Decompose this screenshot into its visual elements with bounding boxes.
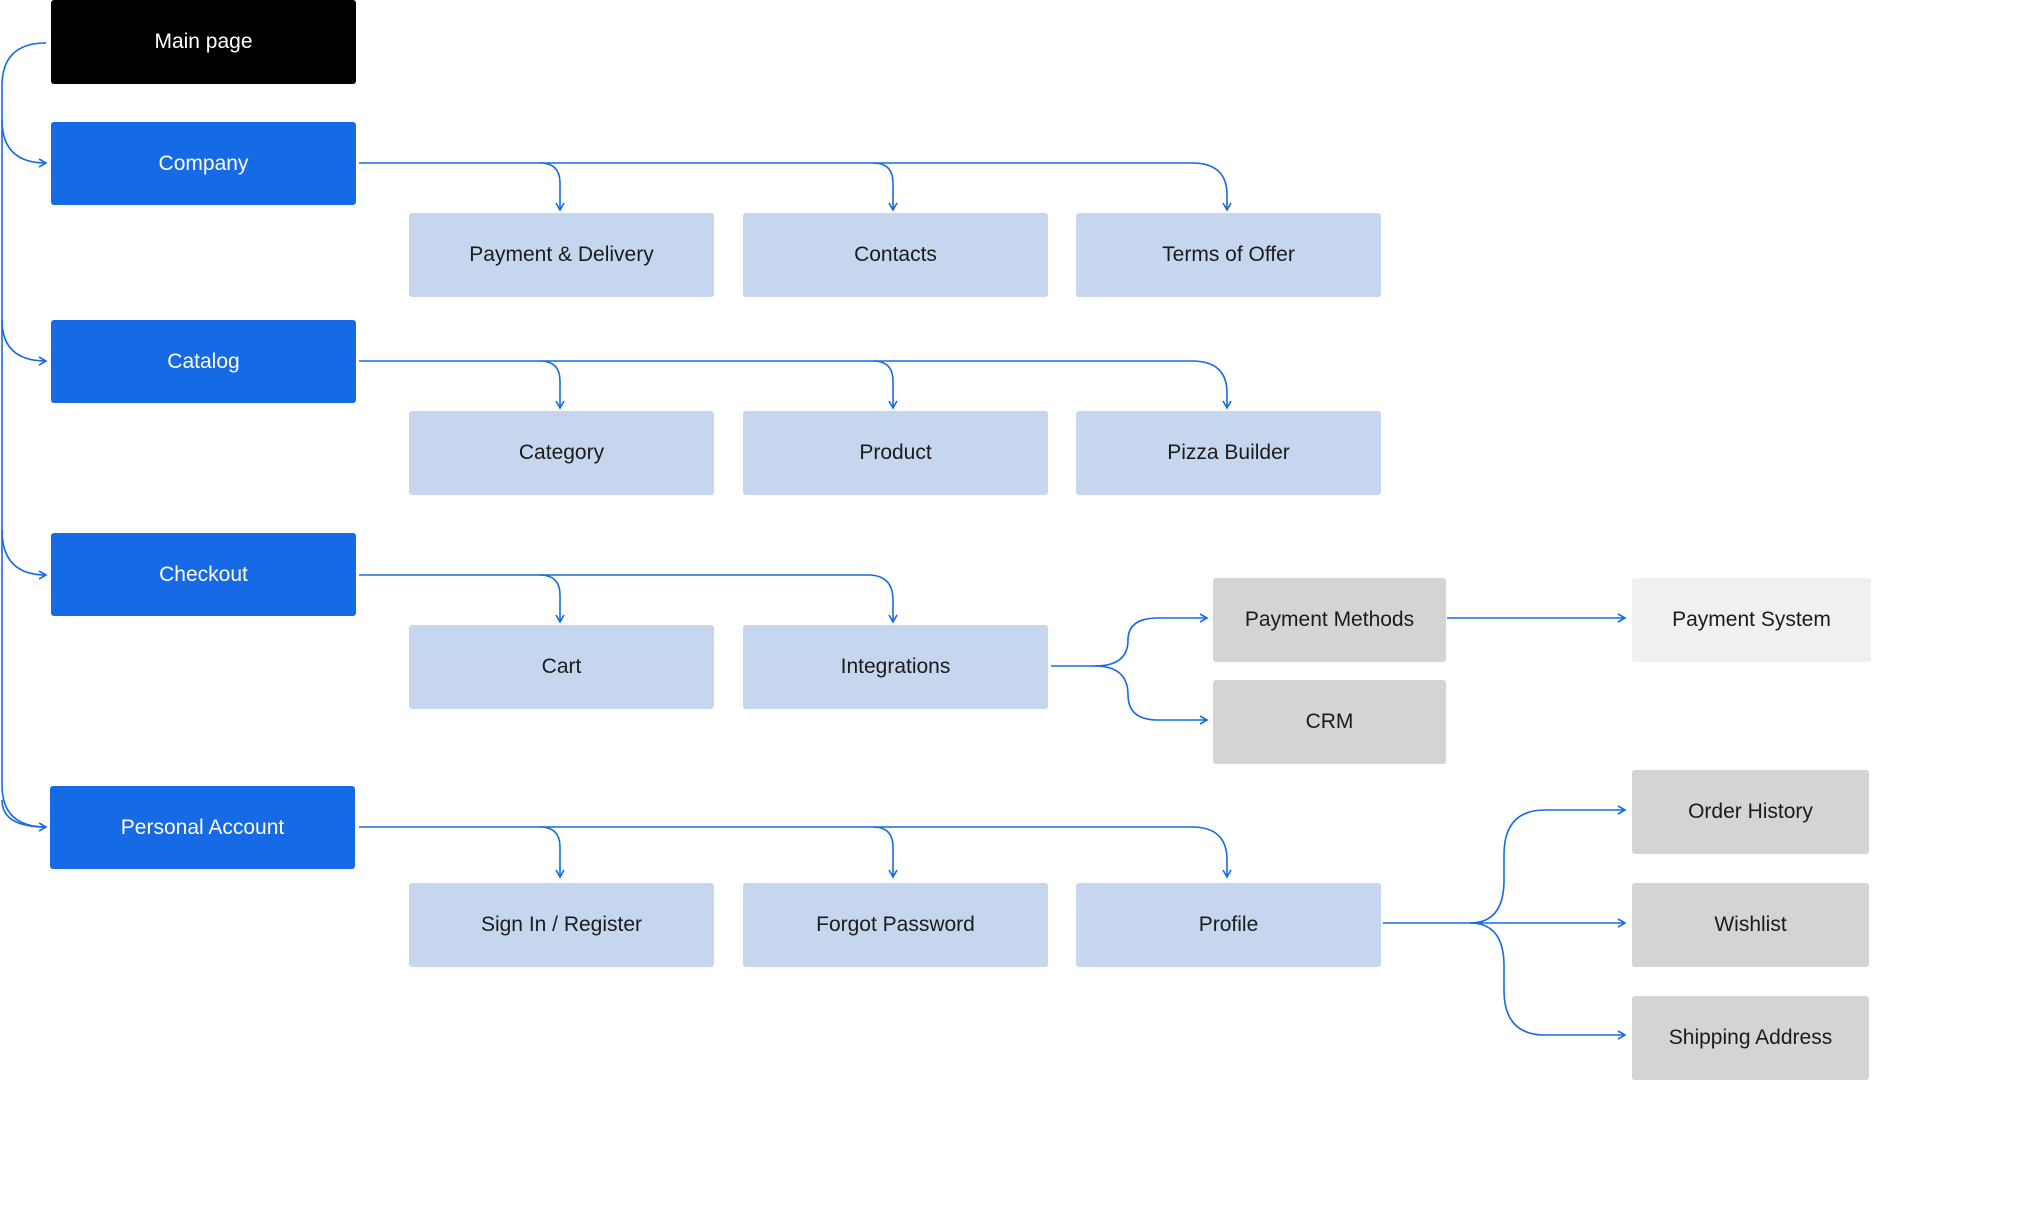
- edge-catalog-to-category: [539, 360, 565, 410]
- node-category[interactable]: Category: [409, 411, 714, 495]
- node-company[interactable]: Company: [51, 122, 356, 205]
- edge-personal-account-to-sign-in: [539, 826, 565, 879]
- node-payment-delivery[interactable]: Payment & Delivery: [409, 213, 714, 297]
- node-personal-account[interactable]: Personal Account: [50, 786, 355, 869]
- edge-main-to-checkout: [1, 529, 48, 580]
- edge-company-to-payment-delivery: [539, 162, 565, 212]
- node-product[interactable]: Product: [743, 411, 1048, 495]
- edge-integrations-to-crm: [1094, 665, 1209, 725]
- edge-main-to-personal-account: [1, 799, 48, 832]
- node-pizza-builder[interactable]: Pizza Builder: [1076, 411, 1381, 495]
- node-forgot-password[interactable]: Forgot Password: [743, 883, 1048, 967]
- node-cart[interactable]: Cart: [409, 625, 714, 709]
- node-terms-of-offer[interactable]: Terms of Offer: [1076, 213, 1381, 297]
- node-checkout[interactable]: Checkout: [51, 533, 356, 616]
- edge-integrations-to-payment-methods: [1094, 613, 1209, 667]
- edge-checkout-to-cart: [539, 574, 565, 624]
- edge-company-to-contacts: [872, 162, 898, 212]
- edge-checkout-bus: [359, 574, 898, 624]
- edge-profile-to-shipping-address: [1469, 922, 1627, 1040]
- node-catalog[interactable]: Catalog: [51, 320, 356, 403]
- edge-main-to-company: [1, 119, 48, 168]
- node-sign-in-register[interactable]: Sign In / Register: [409, 883, 714, 967]
- edge-personal-account-to-forgot-password: [872, 826, 898, 879]
- node-payment-methods[interactable]: Payment Methods: [1213, 578, 1446, 662]
- node-order-history[interactable]: Order History: [1632, 770, 1869, 854]
- node-shipping-address[interactable]: Shipping Address: [1632, 996, 1869, 1080]
- edge-personal-account-bus: [359, 826, 1232, 879]
- edge-main-to-catalog: [1, 319, 48, 366]
- node-crm[interactable]: CRM: [1213, 680, 1446, 764]
- edge-catalog-bus: [359, 360, 1232, 410]
- node-wishlist[interactable]: Wishlist: [1632, 883, 1869, 967]
- node-contacts[interactable]: Contacts: [743, 213, 1048, 297]
- edge-profile-to-order-history: [1469, 805, 1627, 924]
- node-payment-system[interactable]: Payment System: [1632, 578, 1871, 662]
- edge-company-bus: [359, 162, 1232, 212]
- node-profile[interactable]: Profile: [1076, 883, 1381, 967]
- edge-catalog-to-product: [872, 360, 898, 410]
- node-main-page[interactable]: Main page: [51, 0, 356, 84]
- node-integrations[interactable]: Integrations: [743, 625, 1048, 709]
- edge-main-trunk: [1, 42, 47, 828]
